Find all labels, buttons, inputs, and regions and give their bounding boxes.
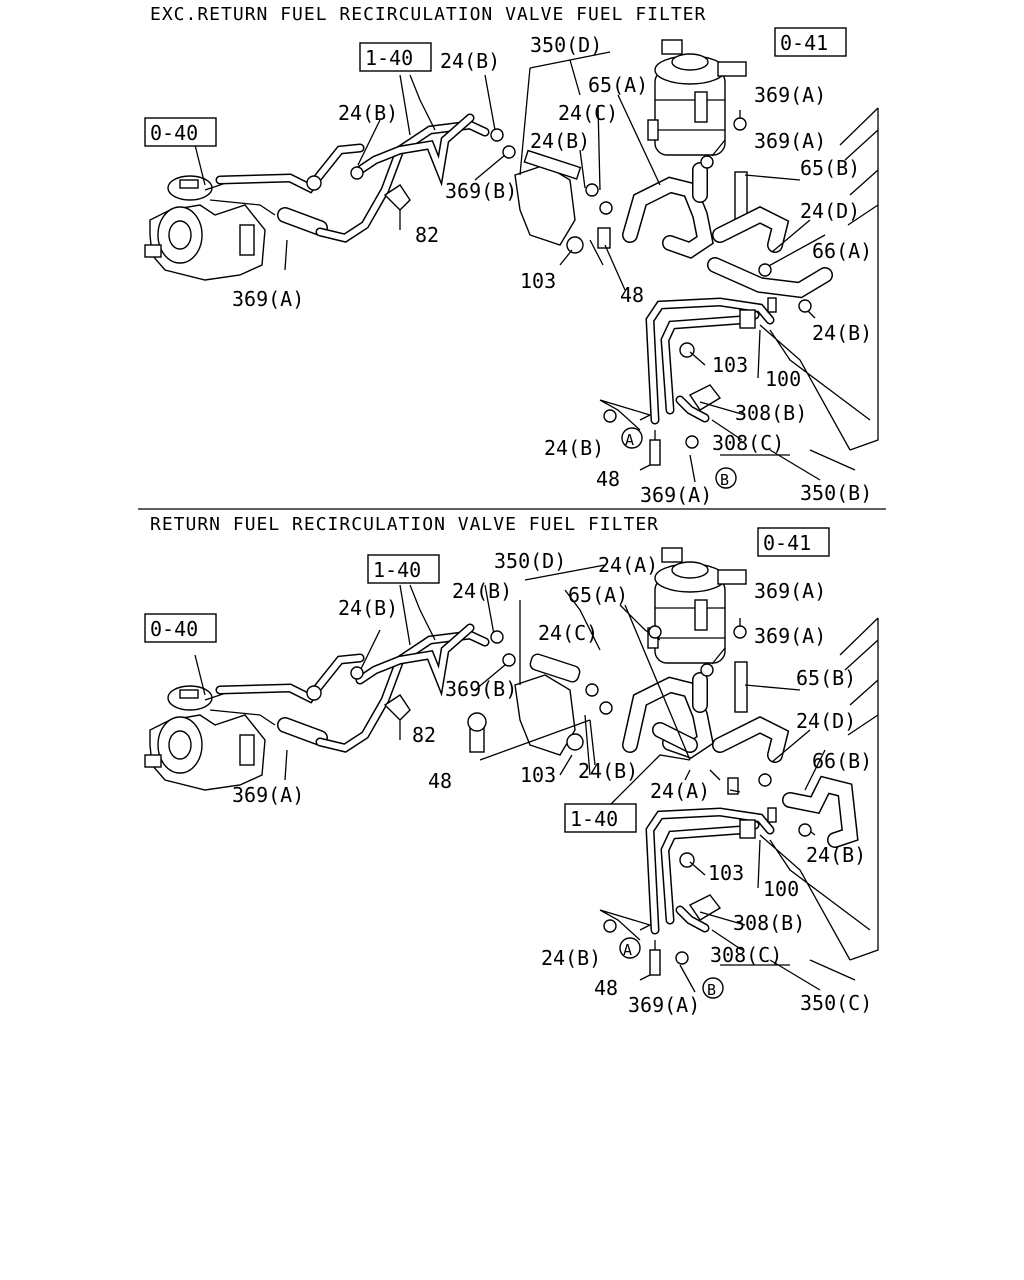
label-65b: 65(B) — [796, 666, 856, 690]
label-369a: 369(A) — [754, 129, 826, 153]
label-24b: 24(B) — [440, 49, 500, 73]
label-100: 100 — [763, 877, 799, 901]
ref-box-pipe — [367, 554, 440, 584]
ref-filter: 0-41 — [780, 31, 828, 55]
ref-filter: 0-41 — [763, 531, 811, 555]
ref-pipe: 1-40 — [373, 558, 421, 582]
ref-box-pump — [144, 117, 217, 147]
label-65b: 65(B) — [800, 156, 860, 180]
label-350c: 350(C) — [800, 991, 872, 1015]
fuel-pump-icon — [144, 685, 290, 791]
label-308b: 308(B) — [735, 401, 807, 425]
label-48: 48 — [428, 769, 452, 793]
ref-pipe: 1-40 — [365, 46, 413, 70]
label-48: 48 — [596, 467, 620, 491]
section-2: RETURN FUEL RECIRCULATION VALVE FUEL FIL… — [144, 514, 879, 1017]
ref-box-filter — [774, 27, 847, 57]
label-369b: 369(B) — [445, 179, 517, 203]
label-103: 103 — [712, 353, 748, 377]
label-24d: 24(D) — [800, 199, 860, 223]
label-100: 100 — [765, 367, 801, 391]
label-24b: 24(B) — [338, 101, 398, 125]
label-24c: 24(C) — [558, 101, 618, 125]
label-308c: 308(C) — [710, 943, 782, 967]
section-1-title: EXC.RETURN FUEL RECIRCULATION VALVE FUEL… — [150, 4, 706, 25]
label-24a: 24(A) — [650, 779, 710, 803]
label-66a: 66(A) — [812, 239, 872, 263]
label-24b: 24(B) — [338, 596, 398, 620]
ref-box-pump — [144, 613, 217, 643]
marker-b: B — [720, 471, 729, 489]
marker-b: B — [707, 981, 716, 999]
label-65a: 65(A) — [588, 73, 648, 97]
marker-a: A — [623, 941, 632, 959]
ref-pipe-2: 1-40 — [570, 807, 618, 831]
label-24b: 24(B) — [530, 129, 590, 153]
label-369a: 369(A) — [754, 83, 826, 107]
label-24b: 24(B) — [541, 946, 601, 970]
label-24b: 24(B) — [452, 579, 512, 603]
label-24b: 24(B) — [578, 759, 638, 783]
label-24b: 24(B) — [544, 436, 604, 460]
label-369b: 369(B) — [445, 677, 517, 701]
label-369a: 369(A) — [754, 624, 826, 648]
label-65a: 65(A) — [568, 583, 628, 607]
label-103: 103 — [520, 763, 556, 787]
label-369a: 369(A) — [640, 483, 712, 507]
label-350b: 350(B) — [800, 481, 872, 505]
ref-pump: 0-40 — [150, 121, 198, 145]
ref-pump: 0-40 — [150, 617, 198, 641]
label-103: 103 — [708, 861, 744, 885]
label-66b: 66(B) — [812, 749, 872, 773]
ref-box-filter — [757, 527, 830, 557]
label-369a: 369(A) — [628, 993, 700, 1017]
section-2-title: RETURN FUEL RECIRCULATION VALVE FUEL FIL… — [150, 514, 659, 535]
ref-box-pipe — [359, 42, 432, 72]
label-369a: 369(A) — [232, 783, 304, 807]
fuel-pump-icon — [144, 175, 290, 281]
label-369a: 369(A) — [232, 287, 304, 311]
label-24c: 24(C) — [538, 621, 598, 645]
section-1: EXC.RETURN FUEL RECIRCULATION VALVE FUEL… — [144, 4, 879, 507]
label-103: 103 — [520, 269, 556, 293]
label-350d: 350(D) — [530, 33, 602, 57]
label-24d: 24(D) — [796, 709, 856, 733]
label-24a: 24(A) — [598, 553, 658, 577]
label-82: 82 — [412, 723, 436, 747]
label-369a: 369(A) — [754, 579, 826, 603]
label-48: 48 — [594, 976, 618, 1000]
label-308c: 308(C) — [712, 431, 784, 455]
label-24b: 24(B) — [812, 321, 872, 345]
label-48: 48 — [620, 283, 644, 307]
fuel-filter-icon — [647, 39, 748, 223]
label-308b: 308(B) — [733, 911, 805, 935]
ref-box-pipe-2 — [564, 803, 637, 833]
label-350d: 350(D) — [494, 549, 566, 573]
label-24b: 24(B) — [806, 843, 866, 867]
label-82: 82 — [415, 223, 439, 247]
marker-a: A — [625, 431, 634, 449]
